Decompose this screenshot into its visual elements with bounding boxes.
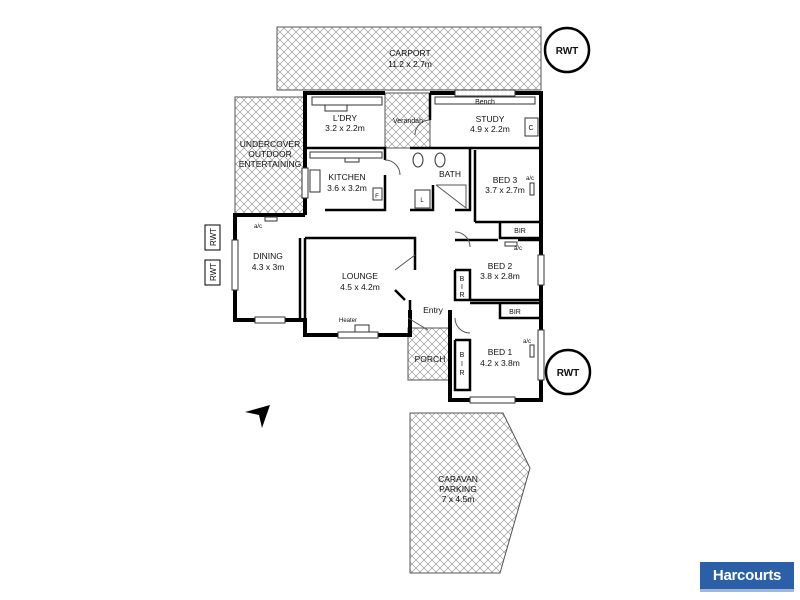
bed3-ac (529, 182, 535, 196)
study-cupboard (524, 117, 539, 137)
window (537, 254, 545, 286)
window (231, 239, 239, 291)
bed1-bir-letter: B (460, 352, 465, 359)
bed2-label: BED 2 (488, 261, 513, 271)
bed1-ac (529, 344, 535, 358)
caravan-label: PARKING (439, 484, 477, 494)
bath-label: BATH (439, 169, 461, 179)
laundry-label: L'DRY (333, 113, 357, 123)
window (337, 331, 379, 339)
rwt-tank-label: RWT (556, 46, 579, 57)
rwt-tank-label: RWT (209, 263, 218, 281)
study-size: 4.9 x 2.2m (470, 124, 510, 134)
dining-size: 4.3 x 3m (252, 262, 285, 272)
door-swing (407, 317, 429, 331)
bed2-ac (504, 241, 518, 247)
window (469, 396, 516, 404)
window (301, 167, 309, 199)
door-swing (454, 317, 471, 334)
kitchen-cooktop (309, 169, 321, 193)
bed2-bir-letter: I (461, 284, 463, 291)
bed1-ac-label: a/c (523, 339, 531, 345)
fridge-space (372, 187, 383, 201)
undercover-label: UNDERCOVER (240, 139, 300, 149)
rwt-tank-label: RWT (209, 228, 218, 246)
window (254, 316, 286, 324)
north-arrow-icon (245, 405, 270, 428)
entry-label: Entry (423, 305, 444, 315)
bed3-label: BED 3 (493, 175, 518, 185)
heater-label: Heater (339, 318, 357, 324)
kitchen-east-wall (325, 175, 387, 212)
bed1-walls (453, 301, 541, 392)
bed1-bir-letter: R (459, 370, 464, 377)
bed2-size: 3.8 x 2.8m (480, 271, 520, 281)
bed3-ac-label: a/c (526, 176, 534, 182)
dining-label: DINING (253, 251, 283, 261)
carport-label: CARPORT (389, 48, 430, 58)
door-swing (414, 119, 431, 136)
harcourts-logo: Harcourts (700, 562, 794, 592)
kitchen-size: 3.6 x 3.2m (327, 183, 367, 193)
rwt-tank-box (204, 224, 221, 251)
verandah-area (384, 92, 431, 149)
toilet (412, 152, 424, 168)
undercover-label: ENTERTAINING (239, 159, 302, 169)
bed3-bir-label: BIR (514, 228, 526, 235)
bed1-bir-letter: I (461, 361, 463, 368)
bath-walls (410, 146, 472, 212)
window (537, 329, 545, 381)
door-swing (454, 231, 471, 248)
dining-ac (264, 216, 278, 222)
kitchen-label: KITCHEN (328, 172, 365, 182)
bed2-bir-letter: R (459, 292, 464, 299)
rwt-tank-label: RWT (557, 368, 580, 379)
bed1-size: 4.2 x 3.8m (480, 358, 520, 368)
carport-size: 11.2 x 2.7m (388, 59, 432, 69)
study-bench-label: Bench (475, 99, 495, 106)
undercover-area (234, 96, 306, 216)
bed3-walls (473, 150, 541, 240)
door-swing (384, 159, 401, 176)
rwt-tank-box (204, 259, 221, 286)
study-cupboard-label: C (528, 125, 533, 132)
bed1-label: BED 1 (488, 347, 513, 357)
rwt-tank-circle (543, 26, 591, 74)
caravan-size: 7 x 4.5m (442, 494, 475, 504)
kitchen-bench (309, 151, 383, 159)
laundry-size: 3.2 x 2.2m (325, 123, 365, 133)
bath-basin (434, 152, 446, 168)
lounge-size: 4.5 x 4.2m (340, 282, 380, 292)
laundry-kitchen-wall (305, 146, 387, 160)
laundry-bench (311, 96, 383, 106)
dining-ac-label: a/c (254, 224, 262, 230)
bed2-bir-letter: B (460, 276, 465, 283)
study-label: STUDY (476, 114, 505, 124)
undercover-label: OUTDOOR (248, 149, 291, 159)
caravan-area (409, 412, 531, 574)
rwt-tank-circle (544, 348, 592, 396)
lounge-label: LOUNGE (342, 271, 378, 281)
bed2-ac-label: a/c (514, 246, 522, 252)
bed2-walls (453, 238, 541, 302)
lounge-walls (303, 236, 417, 320)
carport-area (276, 26, 542, 91)
caravan-label: CARAVAN (438, 474, 478, 484)
porch-label: PORCH (415, 354, 446, 364)
fridge-label: F (375, 194, 379, 200)
window (454, 89, 516, 97)
linen-label: L (420, 198, 424, 204)
door-swing (394, 254, 416, 271)
bed1-bir-label: BIR (509, 309, 521, 316)
study-bench (434, 96, 536, 105)
linen-cupboard (414, 189, 431, 209)
verandah-label: Verandah (393, 118, 423, 125)
shower (435, 184, 467, 210)
bed3-size: 3.7 x 2.7m (485, 185, 525, 195)
